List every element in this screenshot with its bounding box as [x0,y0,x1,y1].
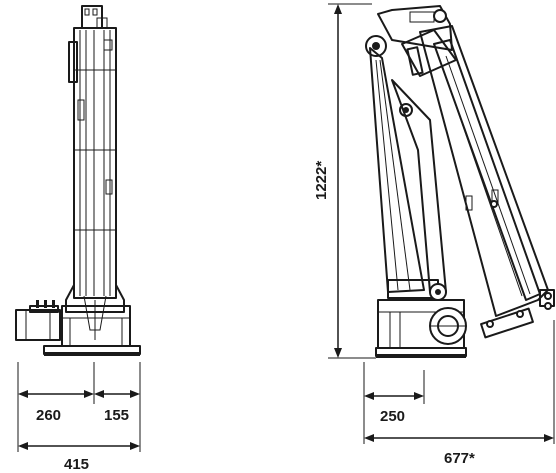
front-view-crane [15,5,141,356]
side-base-width-label: 250 [380,408,405,425]
side-view-crane [365,5,555,358]
front-left-width-label: 260 [36,407,61,424]
side-height-label: 1222* [313,161,330,200]
front-right-width-label: 155 [104,407,129,424]
side-reach-label: 677* [444,450,475,467]
front-total-width-label: 415 [64,456,89,473]
side-view-dimensions [328,3,555,444]
front-view-dimensions [17,362,141,452]
